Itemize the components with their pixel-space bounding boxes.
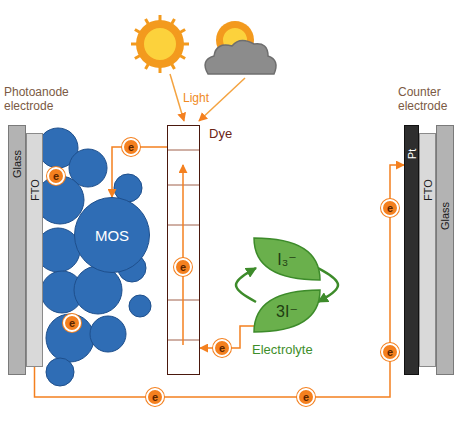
excitation-arrow	[182, 165, 184, 345]
sun-ray	[135, 54, 143, 59]
light-label: Light	[183, 92, 223, 106]
electron-marker: e	[146, 388, 164, 406]
electron-path	[112, 147, 167, 197]
glass-plate: Glass	[8, 125, 26, 375]
sun-ray	[159, 15, 162, 24]
glass-plate: Glass	[436, 125, 454, 375]
pt-layer: Pt	[404, 125, 419, 375]
sun-ray	[159, 64, 162, 73]
redox-arrow	[318, 268, 338, 302]
electron-marker: e	[381, 343, 399, 361]
fto-layer: FTO	[419, 133, 436, 367]
layer-label: MOS	[95, 227, 129, 244]
sun-ray	[170, 19, 175, 27]
sun-ray	[146, 19, 151, 27]
electron-marker: e	[63, 314, 81, 332]
light-ray	[170, 74, 184, 121]
electrode-label: Counter electrode	[398, 86, 472, 114]
layer-label: 3I⁻	[276, 302, 298, 321]
layer-label: FTO	[422, 179, 434, 201]
layer-label: I₃⁻	[277, 250, 296, 269]
fto-layer: FTO	[26, 133, 43, 367]
electrolyte-ion: I₃⁻	[252, 236, 322, 282]
electron-marker: e	[47, 167, 65, 185]
sun-ray	[131, 43, 140, 46]
electron-marker: e	[381, 199, 399, 217]
sun-ray	[177, 54, 185, 59]
electrolyte-ion: 3I⁻	[252, 288, 322, 334]
sun-ray	[180, 43, 189, 46]
dye-layer: Dye	[167, 125, 200, 375]
sun-ray	[146, 61, 151, 69]
electrolyte-label: Electrolyte	[252, 343, 342, 358]
sun-icon	[131, 15, 189, 73]
redox-arrow	[236, 268, 256, 302]
electron-path	[35, 165, 405, 397]
layer-label: Glass	[11, 150, 23, 178]
sun-ray	[135, 30, 143, 35]
layer-label: Pt	[406, 149, 418, 159]
electron-marker: e	[213, 339, 231, 357]
sun-cloud-icon	[205, 21, 276, 74]
dye-label: Dye	[209, 126, 232, 141]
sun-ray	[177, 30, 185, 35]
electron-marker: e	[297, 388, 315, 406]
dye-stripe	[168, 150, 199, 151]
mos-particles	[36, 128, 151, 386]
sun-ray	[170, 61, 175, 69]
electrode-label: Photoanode electrode	[4, 86, 90, 114]
mos-particle: MOS	[74, 197, 150, 273]
electron-marker: e	[174, 258, 192, 276]
layer-label: FTO	[29, 179, 41, 201]
electron-marker: e	[122, 138, 140, 156]
layer-label: Glass	[439, 202, 451, 230]
